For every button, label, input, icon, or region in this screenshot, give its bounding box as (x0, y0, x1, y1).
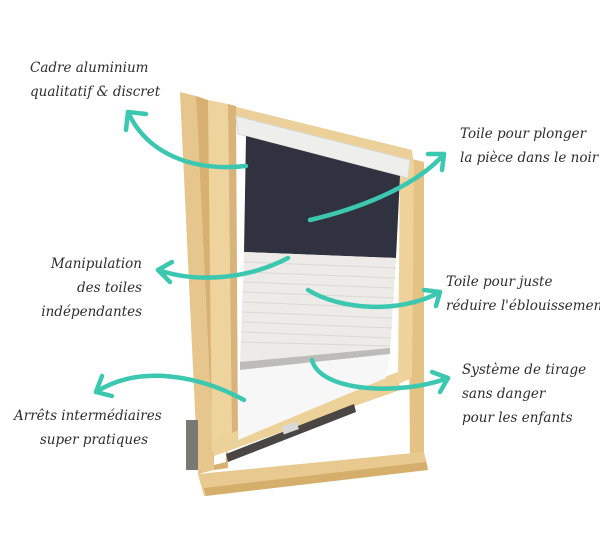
annotation-safety-line-3: pour les enfants (462, 410, 573, 426)
annotation-independent: Manipulation des toiles indépendantes (30, 252, 142, 324)
arrow-pleated (305, 287, 443, 309)
annotation-blackout-line-1: Toile pour plonger (460, 126, 587, 142)
arrow-independent (155, 255, 291, 280)
annotation-stops: Arrêts intermédiaires super pratiques (14, 404, 162, 452)
arrow-blackout (307, 151, 447, 223)
annotation-independent-line-3: indépendantes (41, 304, 142, 320)
arrow-frame (125, 109, 249, 170)
annotation-blackout: Toile pour plonger la pièce dans le noir (460, 122, 598, 170)
annotation-stops-line-2: super pratiques (39, 432, 148, 448)
annotation-frame-line-1: Cadre aluminium (30, 60, 149, 76)
annotation-pleated-line-2: réduire l'éblouissement (446, 298, 600, 314)
annotation-safety-line-2: sans danger (462, 386, 546, 402)
arrow-stops (93, 373, 247, 403)
annotation-pleated: Toile pour juste réduire l'éblouissement (446, 270, 600, 318)
arrow-safety (309, 357, 451, 391)
annotation-arrows (93, 109, 451, 403)
aluminium-cassette (235, 115, 411, 179)
annotation-independent-line-1: Manipulation (50, 256, 142, 272)
annotation-safety: Système de tirage sans danger pour les e… (462, 358, 586, 430)
annotation-blackout-line-2: la pièce dans le noir (460, 150, 599, 166)
annotation-pleated-line-1: Toile pour juste (446, 274, 553, 290)
annotation-safety-line-1: Système de tirage (462, 362, 587, 378)
annotation-frame: Cadre aluminium qualitatif & discret (30, 56, 160, 104)
pleated-blind (240, 252, 397, 370)
annotation-independent-line-2: des toiles (77, 280, 142, 296)
annotation-frame-line-2: qualitatif & discret (30, 84, 161, 100)
annotation-stops-line-1: Arrêts intermédiaires (14, 408, 162, 424)
blackout-blind (244, 136, 400, 258)
window-glass (238, 354, 390, 440)
